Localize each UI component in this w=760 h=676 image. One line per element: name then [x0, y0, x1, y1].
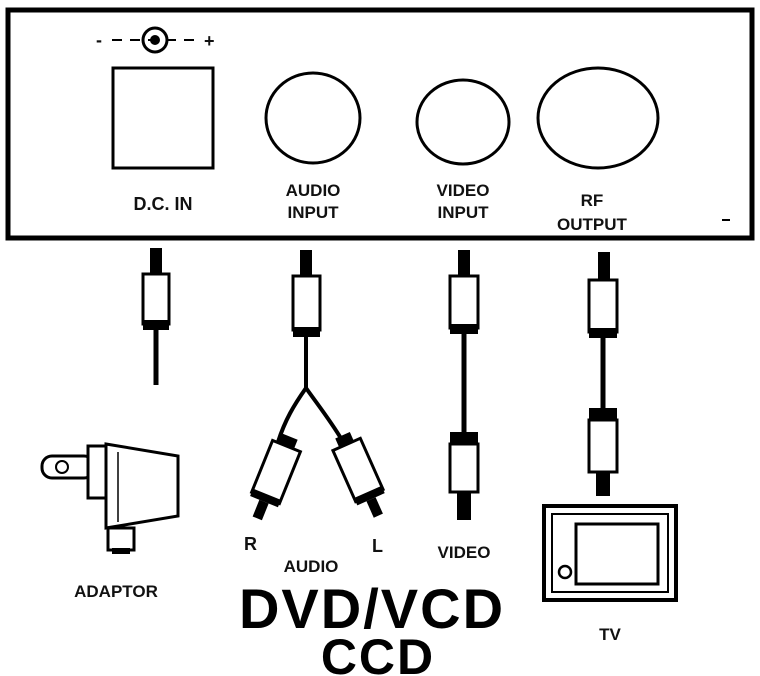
dc-in-socket [111, 66, 215, 170]
video-input-label-line2: INPUT [438, 203, 490, 222]
polarity-minus: - [96, 30, 102, 50]
video-label: VIDEO [438, 543, 491, 562]
audio-left-label: L [372, 536, 383, 556]
source-device-title: DVD/VCD [239, 577, 505, 640]
dc-polarity-icon: - + [96, 26, 215, 54]
tv-label: TV [599, 625, 621, 644]
rf-cable [587, 252, 619, 496]
audio-input-label-line1: AUDIO [286, 181, 341, 200]
video-input-label-line1: VIDEO [437, 181, 490, 200]
adaptor-label: ADAPTOR [74, 582, 158, 601]
polarity-plus: + [204, 31, 215, 51]
video-cable: VIDEO [438, 250, 491, 562]
adaptor-icon: ADAPTOR [40, 442, 180, 601]
rf-output-socket [536, 66, 660, 170]
audio-left-plug [330, 432, 386, 518]
dc-in-label: D.C. IN [133, 194, 192, 214]
audio-input-socket [264, 71, 362, 165]
rf-output-label-line1: RF [581, 191, 604, 210]
audio-y-cable: R L AUDIO [244, 250, 386, 576]
source-device-subtitle: CCD [321, 629, 435, 676]
rf-output-label-line2: OUTPUT [557, 215, 628, 234]
audio-input-label-line2: INPUT [288, 203, 340, 222]
tv-icon: TV [542, 504, 678, 644]
dc-cable [141, 248, 171, 385]
audio-right-plug [249, 433, 303, 521]
back-panel: - + D.C. IN AUDIO INPUT VIDEO INPUT RF O… [5, 7, 755, 241]
audio-right-label: R [244, 534, 257, 554]
audio-label: AUDIO [284, 557, 339, 576]
video-input-socket [415, 78, 511, 166]
